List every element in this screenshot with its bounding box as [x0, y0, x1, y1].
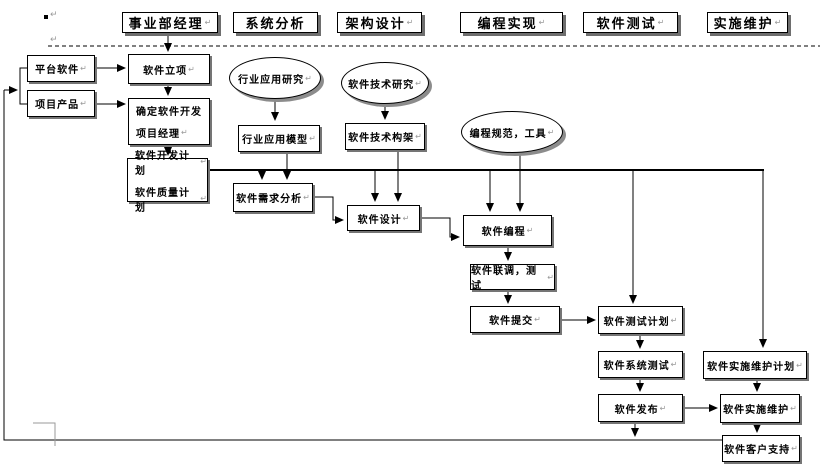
node-integration-testing[interactable]: 软件联调，测试 ↵	[470, 264, 555, 292]
flow-arrow	[420, 217, 460, 241]
node-label: 软件测试计划	[603, 316, 670, 328]
node-label: 软件客户支持	[724, 445, 791, 456]
node-coding-standards-tools[interactable]: 编程规范，工具↵	[461, 111, 563, 153]
gray-artifact-line	[33, 422, 56, 446]
node-requirements-analysis[interactable]: 软件需求分析↵	[233, 183, 313, 212]
node-industry-application-model[interactable]: 行业应用模型↵	[238, 125, 320, 152]
node-label: 软件开发计划	[135, 150, 190, 177]
lane-header-label: 事业部经理	[128, 17, 204, 32]
paragraph-return-mark: ↵	[200, 157, 207, 166]
node-implementation-maintenance[interactable]: 软件实施维护↵	[720, 394, 800, 423]
node-label: 软件质量计划	[135, 187, 190, 214]
node-label: 编程规范，工具	[469, 128, 547, 140]
node-system-testing[interactable]: 软件系统测试↵	[598, 351, 683, 378]
node-determine-project-manager[interactable]: 确定软件开发 项目经理↵	[128, 98, 210, 145]
paragraph-return-mark: ↵	[80, 99, 87, 108]
paragraph-return-mark: ↵	[547, 127, 555, 137]
flow-arrow	[313, 196, 344, 224]
node-label: 软件提交	[489, 316, 534, 327]
paragraph-return-mark: ↵	[50, 10, 58, 20]
lane-header-software-testing[interactable]: 软件测试↵	[583, 12, 678, 33]
lane-header-programming[interactable]: 编程实现↵	[460, 12, 563, 33]
node-label: 软件技术研究	[348, 79, 415, 91]
node-development-quality-plans[interactable]: 软件开发计划 ↵ 软件质量计划 ↵	[127, 151, 208, 214]
paragraph-return-mark: ↵	[659, 403, 667, 413]
node-label: 软件技术构架	[348, 133, 415, 144]
paragraph-return-mark: ↵	[526, 226, 534, 235]
lane-header-label: 编程实现	[477, 17, 538, 32]
node-software-initiation[interactable]: 软件立项↵	[128, 54, 210, 84]
paragraph-return-mark: ↵	[402, 213, 410, 223]
node-implementation-maintenance-plan[interactable]: 软件实施维护计划↵	[703, 351, 807, 379]
lane-header-label: 软件测试	[596, 17, 657, 32]
paragraph-return-mark: ↵	[309, 134, 316, 143]
node-label: 软件设计	[357, 214, 402, 226]
node-label: 软件实施维护	[723, 405, 790, 416]
paragraph-return-mark: ↵	[670, 315, 678, 325]
node-software-submission[interactable]: 软件提交↵	[470, 306, 560, 333]
node-label: 软件系统测试	[603, 361, 670, 372]
paragraph-return-mark: ↵	[791, 444, 798, 453]
paragraph-return-mark: ↵	[80, 64, 87, 73]
node-software-technology-architecture[interactable]: 软件技术构架↵	[345, 123, 425, 150]
feedback-line	[3, 90, 722, 441]
paragraph-return-mark: ↵	[181, 128, 188, 137]
paragraph-return-mark: ↵	[200, 194, 207, 203]
lane-header-implementation-maintenance[interactable]: 实施维护↵	[707, 12, 788, 33]
lane-header-label: 实施维护	[713, 17, 774, 32]
bracket-connector	[19, 67, 27, 105]
node-software-release[interactable]: 软件发布↵	[598, 394, 683, 422]
paragraph-return-mark: ↵	[415, 132, 422, 141]
paragraph-return-mark: ↵	[305, 73, 312, 83]
lane-header-system-analysis[interactable]: 系统分析	[233, 12, 318, 33]
node-label: 软件编程	[481, 227, 526, 238]
node-label: 行业应用研究	[238, 74, 305, 86]
paragraph-return-mark: ↵	[547, 272, 554, 282]
lane-header-architecture-design[interactable]: 架构设计↵	[337, 12, 422, 33]
paragraph-return-mark: ↵	[188, 64, 195, 74]
node-project-product[interactable]: 项目产品↵	[27, 90, 95, 117]
node-software-design[interactable]: 软件设计↵	[347, 205, 420, 231]
node-label: 软件立项	[143, 65, 188, 77]
paragraph-return-mark: ↵	[790, 404, 797, 413]
paragraph-return-mark: ↵	[534, 315, 541, 324]
node-label: 行业应用模型	[242, 135, 309, 146]
paragraph-return-mark: ↵	[303, 193, 310, 202]
paragraph-return-mark: ↵	[204, 18, 212, 27]
paragraph-return-mark: ↵	[406, 18, 414, 27]
node-test-plan[interactable]: 软件测试计划↵	[598, 306, 683, 334]
paragraph-return-mark: ↵	[796, 360, 803, 370]
node-software-coding[interactable]: 软件编程↵	[463, 215, 552, 246]
paragraph-return-mark: ↵	[670, 360, 678, 369]
node-label: 平台软件	[35, 65, 80, 76]
node-customer-support[interactable]: 软件客户支持↵	[722, 435, 800, 462]
paragraph-return-mark: ↵	[774, 18, 782, 27]
node-label: 确定软件开发	[136, 107, 202, 118]
node-industry-application-research[interactable]: 行业应用研究↵	[229, 57, 321, 99]
node-label: 软件发布	[614, 404, 659, 416]
node-label: 软件联调，测试	[471, 266, 537, 292]
node-label: 软件实施维护计划	[707, 361, 796, 373]
node-platform-software[interactable]: 平台软件↵	[27, 55, 95, 82]
lane-header-label: 架构设计	[345, 17, 406, 32]
node-label: 软件需求分析	[236, 194, 303, 205]
paragraph-return-mark: ↵	[657, 18, 665, 27]
lane-header-label: 系统分析	[245, 17, 306, 32]
paragraph-return-mark: ↵	[50, 35, 58, 45]
node-label: 项目产品	[35, 100, 80, 111]
paragraph-return-mark: ↵	[538, 18, 546, 27]
paragraph-return-mark: ↵	[415, 78, 422, 88]
node-software-technology-research[interactable]: 软件技术研究↵	[341, 62, 429, 104]
node-label: 项目经理	[136, 129, 180, 140]
bullet-square	[44, 15, 48, 19]
lane-header-dept-manager[interactable]: 事业部经理↵	[122, 12, 218, 33]
